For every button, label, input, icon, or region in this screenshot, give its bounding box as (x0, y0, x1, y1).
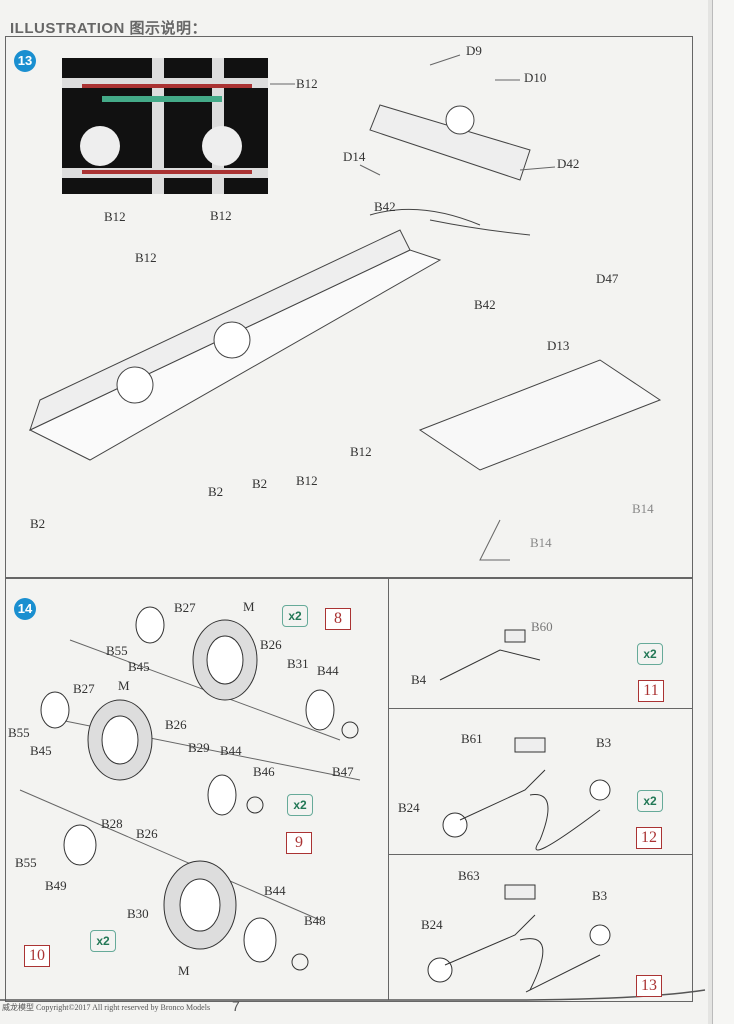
reference-number-box: 8 (325, 608, 351, 630)
part-label: B12 (104, 209, 126, 224)
quantity-badge: x2 (90, 930, 116, 952)
page-curl-edge (0, 989, 706, 1001)
part-label: B63 (458, 868, 480, 883)
part-label: B55 (106, 643, 128, 658)
part-label: B30 (127, 906, 149, 921)
sub-panel-13 (388, 854, 692, 1000)
sub-assembly-parts (427, 629, 611, 993)
part-label: B14 (632, 501, 654, 516)
part-label: B12 (350, 444, 372, 459)
part-label: B44 (264, 883, 286, 898)
part-label: B2 (252, 476, 268, 491)
part-label: B45 (30, 743, 52, 758)
part-label: M (118, 678, 130, 693)
step-13-badge: 13 (14, 50, 36, 72)
part-label: B12 (296, 473, 318, 488)
part-label: D42 (557, 156, 580, 171)
part-label: D47 (596, 271, 619, 286)
part-label: D9 (466, 43, 482, 58)
part-label: B48 (304, 913, 326, 928)
part-label: B55 (8, 725, 30, 740)
part-label: B14 (530, 535, 552, 550)
part-label: B44 (317, 663, 339, 678)
part-label: B26 (165, 717, 187, 732)
part-label: B31 (287, 656, 309, 671)
part-label: D10 (524, 70, 547, 85)
quantity-badge: x2 (637, 790, 663, 812)
part-label: M (178, 963, 190, 978)
part-label: B3 (596, 735, 612, 750)
part-label: B61 (461, 731, 483, 746)
reference-number-box: 12 (636, 827, 662, 849)
part-label: B2 (30, 516, 46, 531)
part-label: B26 (136, 826, 158, 841)
part-label: B42 (474, 297, 496, 312)
part-label: B27 (174, 600, 196, 615)
part-label: B28 (101, 816, 123, 831)
reference-number-box: 10 (24, 945, 50, 967)
part-label: B44 (220, 743, 242, 758)
part-label: B3 (592, 888, 608, 903)
part-label: D14 (343, 149, 366, 164)
page-number: 7 (232, 998, 240, 1014)
part-label: B27 (73, 681, 95, 696)
copyright-notice: 威龙模型 Copyright©2017 All right reserved b… (2, 1003, 211, 1012)
part-label: B4 (411, 672, 427, 687)
wheel-assemblies (40, 606, 359, 971)
reference-number-box: 11 (638, 680, 664, 702)
sub-panel-12 (388, 708, 692, 855)
reference-number-box: 13 (636, 975, 662, 997)
page-header: ILLUSTRATION 图示说明： (10, 20, 208, 37)
step-14-panel (5, 578, 693, 1002)
chassis-frame (28, 104, 662, 471)
part-label: B60 (531, 619, 553, 634)
part-label: B45 (128, 659, 150, 674)
leader-lines (19, 54, 556, 921)
part-label: B42 (374, 199, 396, 214)
sprue-illustration (62, 58, 268, 194)
quantity-badge: x2 (637, 643, 663, 665)
step-13-panel (5, 36, 693, 578)
part-label: B46 (253, 764, 275, 779)
part-label: D13 (547, 338, 570, 353)
part-label: B47 (332, 764, 354, 779)
part-label: B12 (135, 250, 157, 265)
part-label: B55 (15, 855, 37, 870)
step-14-badge: 14 (14, 598, 36, 620)
part-label: B24 (421, 917, 443, 932)
part-label: B24 (398, 800, 420, 815)
sub-panel-11 (388, 578, 692, 709)
part-label: B26 (260, 637, 282, 652)
assembly-drawing (0, 54, 706, 1001)
part-label: B2 (208, 484, 224, 499)
part-label: B12 (210, 208, 232, 223)
quantity-badge: x2 (287, 794, 313, 816)
sprue-photo (62, 58, 268, 194)
part-label: B29 (188, 740, 210, 755)
quantity-badge: x2 (282, 605, 308, 627)
part-label: M (243, 599, 255, 614)
adjacent-page-edge (712, 0, 734, 1024)
part-label: B49 (45, 878, 67, 893)
part-label: B12 (296, 76, 318, 91)
reference-number-box: 9 (286, 832, 312, 854)
